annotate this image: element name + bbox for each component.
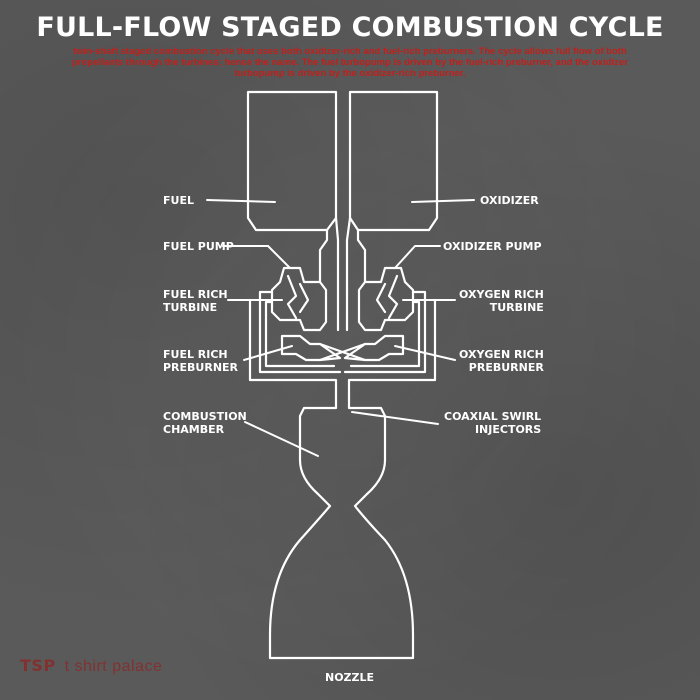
fuel-tank — [246, 90, 338, 232]
leader-fuel-rich-preburner — [243, 345, 293, 361]
label-coaxial-swirl-injectors: COAXIAL SWIRL INJECTORS — [444, 410, 541, 436]
label-fuel-rich-turbine: FUEL RICH TURBINE — [163, 288, 228, 314]
oxidizer-preburner — [343, 334, 405, 362]
label-oxygen-rich-turbine: OXYGEN RICH TURBINE — [459, 288, 544, 314]
label-line: TURBINE — [163, 301, 218, 314]
label-line: FUEL RICH — [163, 288, 228, 301]
label-fuel: FUEL — [163, 194, 194, 207]
center-shaft — [336, 286, 349, 332]
label-line: CHAMBER — [163, 423, 225, 436]
fuel-feed-line — [318, 216, 340, 290]
label-line: PREBURNER — [163, 361, 239, 374]
fuel-manifold — [248, 290, 342, 398]
oxidizer-feed-line — [345, 216, 367, 290]
label-line: TURBINE — [489, 301, 544, 314]
label-line: INJECTORS — [474, 423, 542, 436]
label-oxidizer: OXIDIZER — [480, 194, 539, 207]
label-combustion-chamber: COMBUSTION CHAMBER — [163, 410, 247, 436]
label-fuel-rich-preburner: FUEL RICH PREBURNER — [163, 348, 238, 374]
leader-combustion-chamber — [244, 421, 319, 457]
crossover-lines — [318, 342, 367, 362]
label-oxygen-rich-preburner: OXYGEN RICH PREBURNER — [459, 348, 544, 374]
logo-text: t shirt palace — [64, 658, 163, 675]
label-nozzle: NOZZLE — [325, 671, 375, 684]
label-line: OXYGEN RICH — [459, 288, 544, 301]
fuel-turbine-detail — [286, 274, 310, 320]
leader-oxidizer-pump — [394, 245, 441, 269]
label-line: OXYGEN RICH — [459, 348, 544, 361]
page-title: FULL-FLOW STAGED COMBUSTION CYCLE — [36, 12, 664, 43]
leader-fuel — [206, 199, 276, 203]
logo-mark: TSP — [20, 656, 56, 675]
injector-head — [298, 394, 387, 422]
label-oxidizer-pump: OXIDIZER PUMP — [443, 240, 542, 253]
leader-oxidizer — [411, 199, 475, 203]
oxidizer-manifold — [343, 290, 437, 398]
leader-oxygen-rich-preburner — [394, 345, 456, 361]
description-text: twin-shaft staged combustion cycle that … — [72, 46, 628, 79]
oxidizer-tank — [348, 90, 439, 232]
combustion-chamber — [268, 418, 415, 660]
oxidizer-turbopump — [357, 266, 415, 332]
leader-fuel-pump-2 — [267, 245, 291, 269]
label-line: FUEL RICH — [163, 348, 228, 361]
label-line: COMBUSTION — [163, 410, 247, 423]
fuel-preburner — [280, 334, 342, 362]
brand-logo: TSP t shirt palace — [20, 656, 162, 676]
label-line: COAXIAL SWIRL — [444, 410, 542, 423]
leader-coaxial-swirl — [351, 411, 439, 425]
fuel-turbopump — [270, 266, 328, 332]
label-fuel-pump: FUEL PUMP — [163, 240, 234, 253]
label-line: PREBURNER — [468, 361, 544, 374]
oxidizer-turbine-detail — [375, 274, 399, 320]
